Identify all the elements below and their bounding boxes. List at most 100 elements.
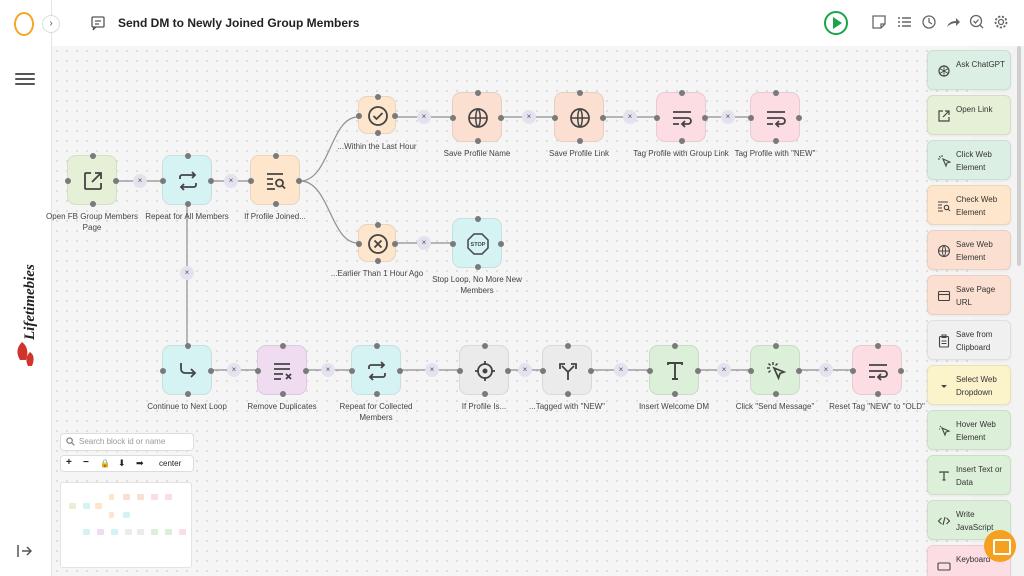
palette-block-label: Save from Clipboard [956, 330, 993, 352]
node-remove-duplicates[interactable] [255, 343, 309, 397]
edge-delete-marker[interactable]: × [417, 110, 431, 124]
top-bar: Send DM to Newly Joined Group Members [52, 0, 1024, 46]
comment-icon [91, 16, 105, 31]
palette-block-open-link[interactable]: Open Link [927, 95, 1011, 135]
palette-scrollbar[interactable] [1017, 46, 1021, 266]
node-tagged-new[interactable] [540, 343, 594, 397]
block-search-input[interactable]: Search block id or name [60, 433, 194, 451]
watermark-text: Lifetimebies [22, 264, 38, 341]
menu-icon[interactable] [15, 70, 35, 86]
edge-delete-marker[interactable]: × [224, 174, 238, 188]
edge-delete-marker[interactable]: × [133, 174, 147, 188]
palette-block-hover-web-element[interactable]: Hover Web Element [927, 410, 1011, 450]
text-t-icon [939, 471, 949, 481]
target-icon [475, 361, 495, 381]
zoom-in-button[interactable]: + [66, 457, 72, 468]
history-icon[interactable] [920, 14, 938, 32]
palette-block-click-web-element[interactable]: Click Web Element [927, 140, 1011, 180]
edge-delete-marker[interactable]: × [522, 110, 536, 124]
node-save-profile-link[interactable] [552, 90, 606, 144]
code-icon [937, 516, 951, 526]
external-link-icon [84, 172, 102, 190]
note-icon[interactable] [870, 14, 888, 32]
node-label: Remove Duplicates [247, 402, 317, 411]
palette-block-ask-chatgpt[interactable]: Ask ChatGPT [927, 50, 1011, 90]
lock-icon[interactable]: 🔒 [100, 459, 110, 468]
node-if-profile-is[interactable] [457, 343, 511, 397]
repeat-icon [368, 361, 386, 381]
browser-icon [937, 290, 951, 302]
collapse-sidebar-button[interactable]: › [42, 15, 60, 33]
edge-delete-marker[interactable]: × [227, 363, 241, 377]
check-icon[interactable] [968, 14, 986, 32]
list-remove-icon [274, 363, 292, 380]
palette-block-insert-text[interactable]: Insert Text or Data [927, 455, 1011, 495]
download-icon[interactable]: ⬇ [118, 458, 126, 468]
edge-delete-marker[interactable]: × [425, 363, 439, 377]
node-label: Tag Profile with "NEW" [734, 149, 816, 158]
block-palette: Ask ChatGPT Open Link Click Web Element … [922, 46, 1024, 576]
check-circle-icon [368, 106, 388, 126]
app-logo[interactable] [14, 12, 34, 36]
node-label: ...Earlier Than 1 Hour Ago [330, 269, 424, 278]
node-label: If Profile Is... [461, 402, 507, 411]
workflow-canvas[interactable] [52, 46, 972, 576]
list-icon[interactable] [896, 14, 914, 32]
node-stop-loop[interactable]: STOP [450, 216, 504, 270]
node-within-last-hour[interactable] [356, 94, 398, 136]
text-t-icon [667, 362, 683, 380]
zoom-out-button[interactable]: − [83, 457, 89, 468]
node-insert-welcome-dm[interactable] [647, 343, 701, 397]
edge-delete-marker[interactable]: × [819, 363, 833, 377]
palette-block-save-from-clipboard[interactable]: Save from Clipboard [927, 320, 1011, 360]
edge-delete-marker[interactable]: × [518, 363, 532, 377]
corner-arrow-icon [180, 363, 197, 378]
node-open-fb-group[interactable] [65, 153, 119, 207]
edge-delete-marker[interactable]: × [180, 266, 194, 280]
edge-delete-marker[interactable]: × [717, 363, 731, 377]
edge-delete-marker[interactable]: × [623, 110, 637, 124]
run-icon[interactable] [824, 11, 848, 35]
share-icon[interactable] [944, 14, 962, 32]
node-if-profile-joined[interactable] [248, 153, 302, 207]
node-tag-new[interactable] [748, 90, 802, 144]
minimap[interactable] [60, 482, 192, 568]
node-reset-tag[interactable] [850, 343, 904, 397]
palette-block-label: Hover Web Element [956, 420, 996, 442]
palette-block-save-page-url[interactable]: Save Page URL [927, 275, 1011, 315]
search-text-icon [267, 173, 286, 190]
node-continue-next-loop[interactable] [160, 343, 214, 397]
node-label: Stop Loop, No More New Members [432, 275, 522, 295]
center-button[interactable]: center [159, 459, 182, 468]
chat-icon[interactable] [984, 530, 1016, 562]
external-link-icon [938, 110, 950, 122]
settings-icon[interactable] [992, 14, 1010, 32]
edge-delete-marker[interactable]: × [721, 110, 735, 124]
node-save-profile-name[interactable] [450, 90, 504, 144]
split-icon [559, 363, 577, 380]
palette-block-label: Ask ChatGPT [956, 60, 1005, 69]
node-repeat-collected[interactable] [349, 343, 403, 397]
palette-block-check-web-element[interactable]: Check Web Element [927, 185, 1011, 225]
dropdown-icon [941, 385, 947, 388]
node-earlier-than-hour[interactable] [356, 222, 398, 264]
logout-icon[interactable] [16, 543, 34, 561]
edge-delete-marker[interactable]: × [417, 236, 431, 250]
search-text-icon [938, 201, 951, 212]
zoom-controls: + − 🔒 ⬇ ➡ center [60, 455, 194, 472]
node-click-send-message[interactable] [748, 343, 802, 397]
edge-delete-marker[interactable]: × [614, 363, 628, 377]
palette-block-save-web-element[interactable]: Save Web Element [927, 230, 1011, 270]
node-tag-group-link[interactable] [654, 90, 708, 144]
palette-block-label: Insert Text or Data [956, 465, 1003, 487]
palette-block-select-web-dropdown[interactable]: Select Web Dropdown [927, 365, 1011, 405]
arrow-right-icon[interactable]: ➡ [136, 458, 144, 468]
node-repeat-all-members[interactable] [160, 153, 214, 207]
wrap-text-icon [869, 364, 888, 381]
node-label: Open FB Group Members Page [45, 212, 139, 232]
workflow-title: Send DM to Newly Joined Group Members [118, 16, 360, 30]
edge-delete-marker[interactable]: × [321, 363, 335, 377]
palette-block-label: Select Web Dropdown [956, 375, 997, 397]
node-label: Reset Tag "NEW" to "OLD" [829, 402, 925, 411]
palette-block-label: Save Page URL [956, 285, 996, 307]
